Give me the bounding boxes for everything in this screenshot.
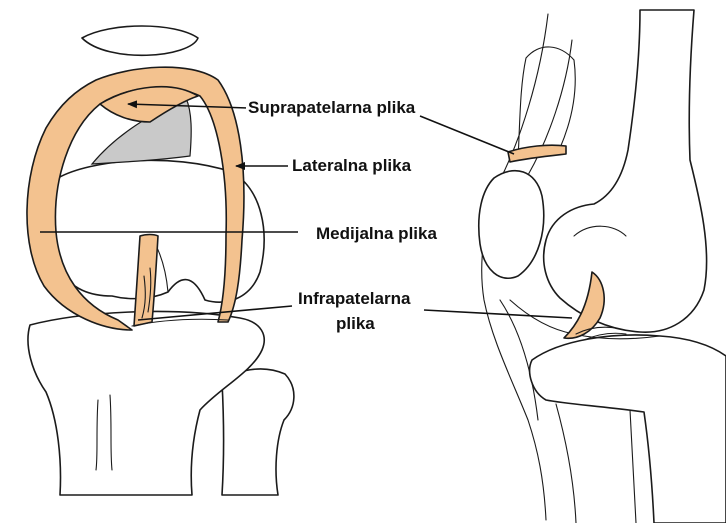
patella-lateral [479,171,544,279]
suprapatellar-plica-lateral [508,145,566,162]
label-medial-plica: Medijalna plika [314,223,439,244]
patella-shape [82,26,198,55]
leader-arrow [420,116,514,154]
suprapatellar-pouch [518,47,575,160]
tibia-lateral [530,335,726,523]
tibia-shaft-line [556,404,636,523]
lateral-knee-drawing [479,10,726,523]
label-lateral-plica: Lateralna plika [290,155,413,176]
leader-arrow [424,310,572,318]
label-suprapatellar-plica: Suprapatelarna plika [246,97,417,118]
fibula [222,369,294,495]
label-infrapatellar-plica-line2: plika [334,313,377,334]
label-infrapatellar-plica-line1: Infrapatelarna [296,288,412,309]
femur-lateral [544,10,707,332]
